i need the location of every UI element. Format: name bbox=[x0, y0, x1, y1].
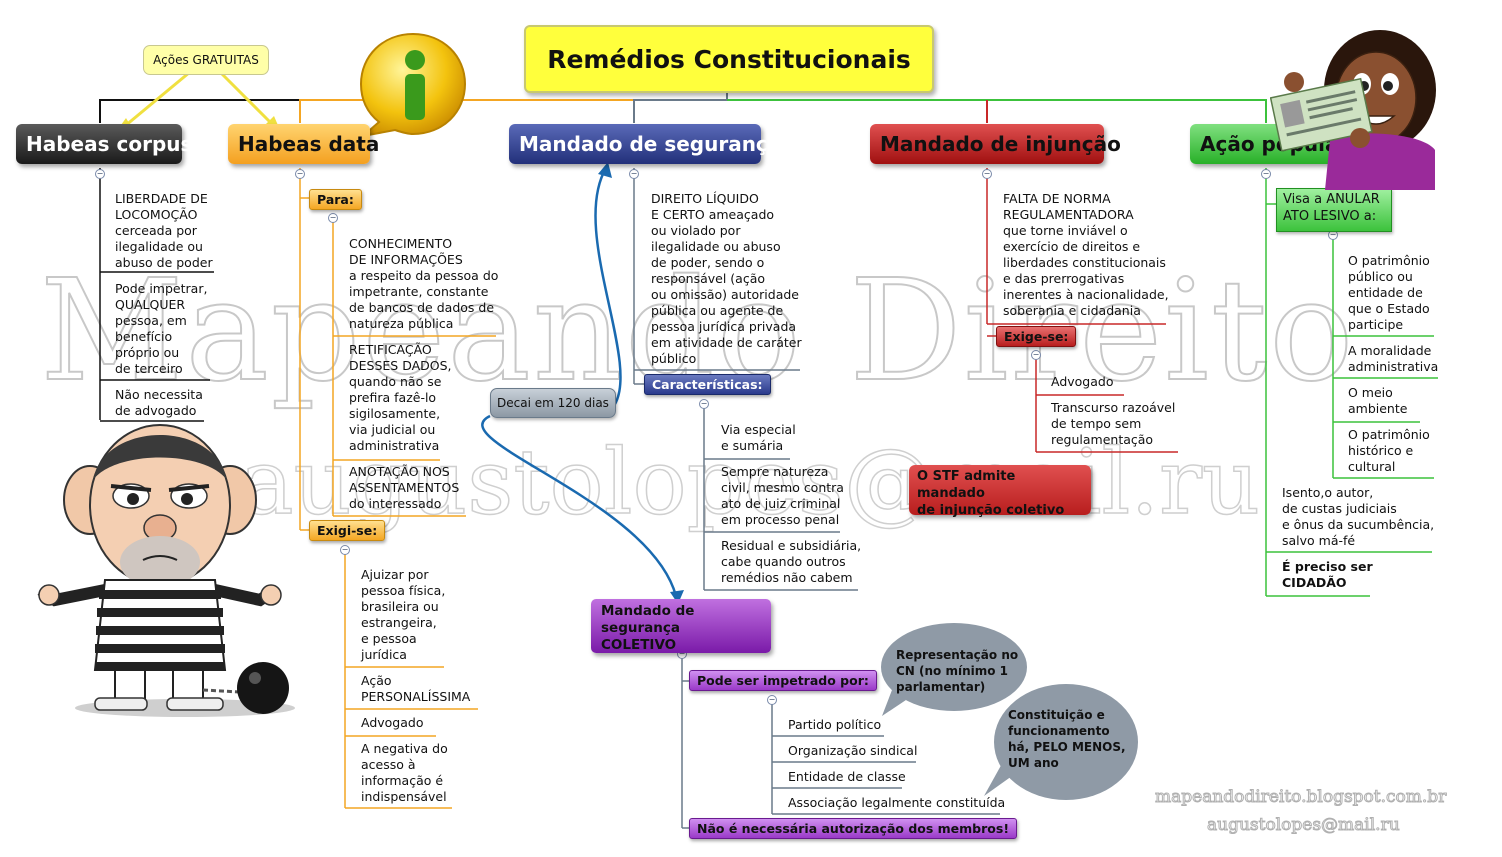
list-item: Advogado bbox=[361, 715, 424, 730]
list-item: O patrimônio histórico e cultural bbox=[1348, 427, 1430, 474]
branch-habeas-data[interactable]: Habeas data bbox=[228, 124, 379, 164]
collapse-toggle[interactable]: − bbox=[699, 399, 709, 409]
callout-representacao: Representação no CN (no mínimo 1 parlame… bbox=[896, 648, 1019, 694]
collapse-toggle[interactable]: − bbox=[340, 545, 350, 555]
citizen-illustration bbox=[1270, 30, 1436, 190]
collapse-toggle[interactable]: − bbox=[295, 169, 305, 179]
callout-constituicao: Constituição e funcionamento há, PELO ME… bbox=[1008, 708, 1126, 770]
mi-stf-note: O STF admite mandado de injunção coletiv… bbox=[909, 465, 1091, 518]
ms-caracteristicas[interactable]: Características: bbox=[644, 374, 771, 395]
footer-blog: mapeandodireito.blogspot.com.br bbox=[1154, 787, 1447, 808]
collapse-toggle[interactable]: − bbox=[95, 169, 105, 179]
list-item: Entidade de classe bbox=[788, 769, 906, 784]
page-title: Remédios Constitucionais bbox=[524, 25, 934, 93]
prisoner-illustration bbox=[37, 424, 295, 717]
footer-email: augustolopes@mail.ru bbox=[1207, 815, 1401, 836]
list-item: ANOTAÇÃO NOS ASSENTAMENTOS do interessad… bbox=[349, 464, 460, 511]
list-item: LIBERDADE DE LOCOMOÇÃO cerceada por ileg… bbox=[115, 191, 213, 270]
list-item: Via especial e sumária bbox=[721, 422, 796, 453]
ap-cidadao: É preciso ser CIDADÃO bbox=[1282, 559, 1373, 590]
list-item: Ação PERSONALÍSSIMA bbox=[361, 673, 471, 704]
mi-exige[interactable]: Exige-se: bbox=[996, 326, 1077, 347]
collapse-toggle[interactable]: − bbox=[767, 695, 777, 705]
list-item: Sempre natureza civil, mesmo contra ato … bbox=[721, 464, 844, 527]
list-item: Ajuizar por pessoa física, brasileira ou… bbox=[361, 567, 446, 662]
collapse-toggle[interactable]: − bbox=[328, 213, 338, 223]
list-item: Pode impetrar, QUALQUER pessoa, em benef… bbox=[115, 281, 208, 376]
branch-mandado-injuncao[interactable]: Mandado de injunção bbox=[870, 124, 1121, 164]
ap-isento: Isento,o autor, de custas judiciais e ôn… bbox=[1282, 485, 1435, 548]
list-item: Organização sindical bbox=[788, 743, 918, 758]
list-item: Residual e subsidiária, cabe quando outr… bbox=[721, 538, 862, 585]
list-item: CONHECIMENTO DE INFORMAÇÕES a respeito d… bbox=[349, 236, 499, 331]
list-item: Transcurso razoável de tempo sem regulam… bbox=[1051, 400, 1176, 447]
list-item: Não necessita de advogado bbox=[115, 387, 203, 418]
collapse-toggle[interactable]: − bbox=[982, 169, 992, 179]
ap-visa[interactable]: Visa a ANULAR ATO LESIVO a: bbox=[1276, 188, 1392, 232]
list-item: A negativa do acesso à informação é indi… bbox=[361, 741, 448, 804]
habeas-data-para[interactable]: Para: bbox=[309, 189, 362, 210]
list-item: Partido político bbox=[788, 717, 882, 732]
branch-habeas-corpus[interactable]: Habeas corpus bbox=[16, 124, 192, 164]
list-item: Advogado bbox=[1051, 374, 1114, 389]
list-item: RETIFICAÇÃO DESSES DADOS, quando não se … bbox=[349, 342, 452, 453]
ms-coletivo-nao[interactable]: Não é necessária autorização dos membros… bbox=[689, 818, 1018, 839]
list-item: O patrimônio público ou entidade de que … bbox=[1348, 253, 1430, 332]
ms-coletivo-pode[interactable]: Pode ser impetrado por: bbox=[689, 670, 877, 691]
info-icon bbox=[359, 32, 467, 138]
ms-main-text: DIREITO LÍQUIDO E CERTO ameaçado ou viol… bbox=[651, 191, 802, 366]
collapse-toggle[interactable]: − bbox=[1031, 350, 1041, 360]
mi-main-text: FALTA DE NORMA REGULAMENTADORA que torne… bbox=[1003, 191, 1169, 318]
branch-mandado-seguranca[interactable]: Mandado de segurança bbox=[509, 124, 781, 164]
ms-decai: Decai em 120 dias bbox=[490, 388, 616, 418]
ms-coletivo[interactable]: Mandado de segurança COLETIVO bbox=[591, 599, 771, 653]
collapse-toggle[interactable]: − bbox=[629, 169, 639, 179]
list-item: O meio ambiente bbox=[1348, 385, 1408, 416]
collapse-toggle[interactable]: − bbox=[1261, 169, 1271, 179]
habeas-data-exigi[interactable]: Exigi-se: bbox=[309, 520, 386, 541]
list-item: Associação legalmente constituída bbox=[788, 795, 1006, 810]
list-item: A moralidade administrativa bbox=[1348, 343, 1439, 374]
note-free-actions: Ações GRATUITAS bbox=[143, 45, 269, 75]
